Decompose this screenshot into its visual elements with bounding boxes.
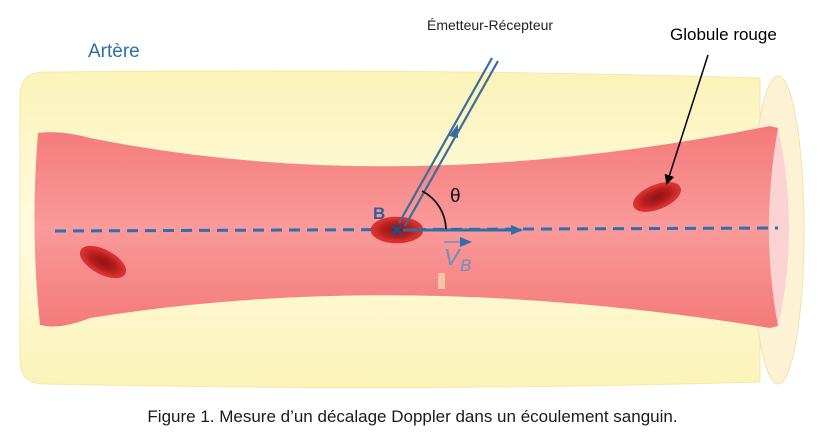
angle-arc — [421, 190, 447, 230]
velocity-label-subscript: B — [460, 256, 471, 275]
point-b-label: B — [373, 204, 385, 223]
transducer-beam-outer — [398, 57, 493, 224]
point-b-marker — [390, 223, 404, 237]
red-cell-pointer — [664, 54, 709, 185]
red-blood-cell-left — [79, 245, 127, 279]
red-blood-cell-right — [633, 182, 681, 212]
artery-lumen-end — [769, 128, 789, 326]
small-mark — [438, 273, 445, 289]
angle-label: θ — [450, 186, 461, 207]
artery-label: Artère — [88, 41, 140, 62]
velocity-label-v: V — [444, 244, 462, 270]
beam-direction-arrow — [449, 124, 458, 138]
transducer-label: Émetteur-Récepteur — [427, 17, 553, 33]
transducer-beam-inner — [404, 60, 499, 227]
red-cell-label: Globule rouge — [670, 25, 777, 44]
figure-caption: Figure 1. Mesure d’un décalage Doppler d… — [147, 407, 678, 426]
